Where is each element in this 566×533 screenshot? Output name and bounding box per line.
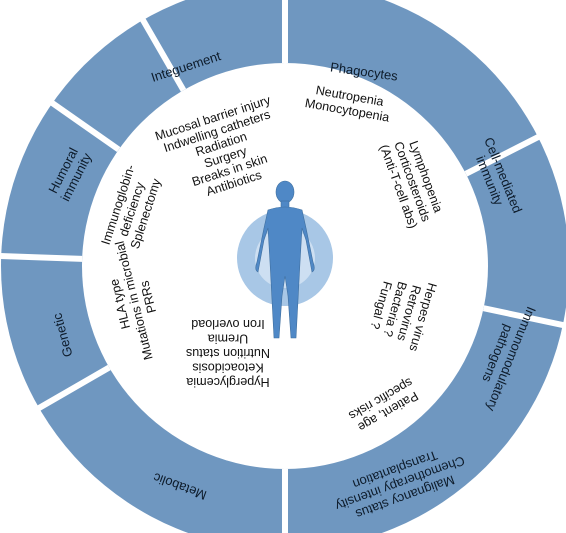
inner-factor-item: Ketoacidosis	[192, 361, 263, 375]
inner-factor-list: NeutropeniaMonocytopenia	[304, 82, 393, 125]
inner-factor-item: Uremia	[208, 332, 249, 346]
inner-factor-list: HyperglycemiaKetoacidosisNutrition statu…	[186, 317, 270, 389]
inner-factor-item: Iron overload	[191, 317, 265, 331]
segment-divider	[139, 16, 187, 92]
segment-divider	[0, 253, 83, 262]
inner-factor-item: Nutrition status	[186, 346, 270, 360]
inner-factor-item: Hyperglycemia	[186, 375, 269, 389]
segment-divider	[482, 305, 566, 329]
segment-divider	[464, 133, 542, 177]
segment-divider	[35, 364, 111, 412]
segment-divider	[49, 99, 121, 153]
human-figure-icon	[255, 180, 315, 339]
